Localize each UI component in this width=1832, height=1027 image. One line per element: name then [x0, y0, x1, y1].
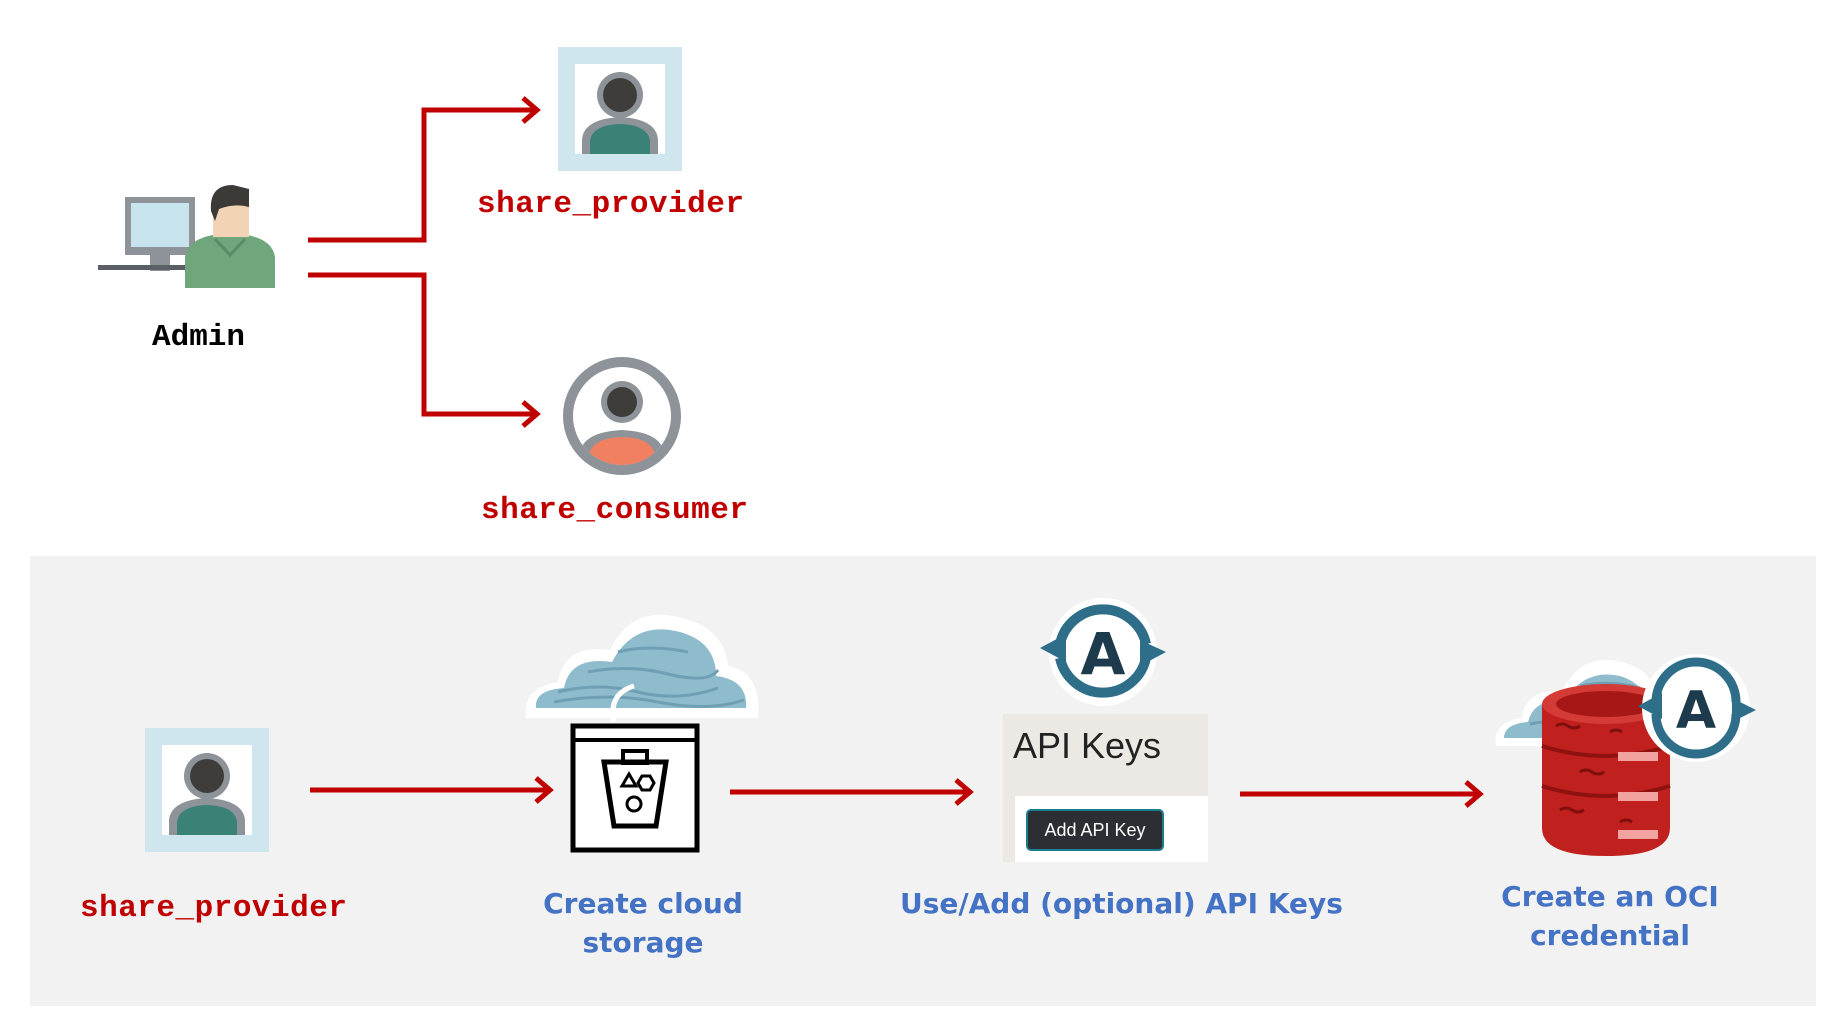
share-provider-user-icon [558, 47, 682, 171]
share-consumer-user-icon [563, 357, 681, 475]
step-credential-label: Create an OCI credential [1490, 877, 1730, 955]
bottom-share-provider-user-icon [145, 728, 269, 852]
step-credential-line1: Create an OCI [1501, 880, 1719, 913]
top-provider-label: share_provider [477, 187, 745, 222]
oci-credential-icon: A [1495, 654, 1756, 856]
step-credential-line2: credential [1530, 919, 1690, 952]
api-keys-card-title: API Keys [1013, 725, 1162, 766]
admin-icon [98, 185, 275, 288]
step-api-keys-label: Use/Add (optional) API Keys [900, 887, 1343, 920]
workflow-panel [30, 556, 1816, 1006]
step-cloud-storage-line1: Create cloud [543, 887, 743, 920]
svg-text:A: A [1676, 681, 1716, 741]
cloud-storage-icon [525, 614, 759, 853]
add-api-key-button[interactable]: Add API Key [1026, 809, 1164, 851]
arrow-to-provider [308, 107, 535, 243]
api-key-rotate-icon: A [1040, 598, 1166, 706]
svg-text:A: A [1081, 620, 1126, 688]
top-consumer-label: share_consumer [481, 493, 749, 528]
step-cloud-storage-label: Create cloud storage [523, 884, 763, 962]
admin-label: Admin [152, 320, 246, 355]
step-cloud-storage-line2: storage [582, 926, 704, 959]
arrow-to-consumer [308, 272, 535, 417]
bottom-provider-label: share_provider [80, 891, 348, 926]
